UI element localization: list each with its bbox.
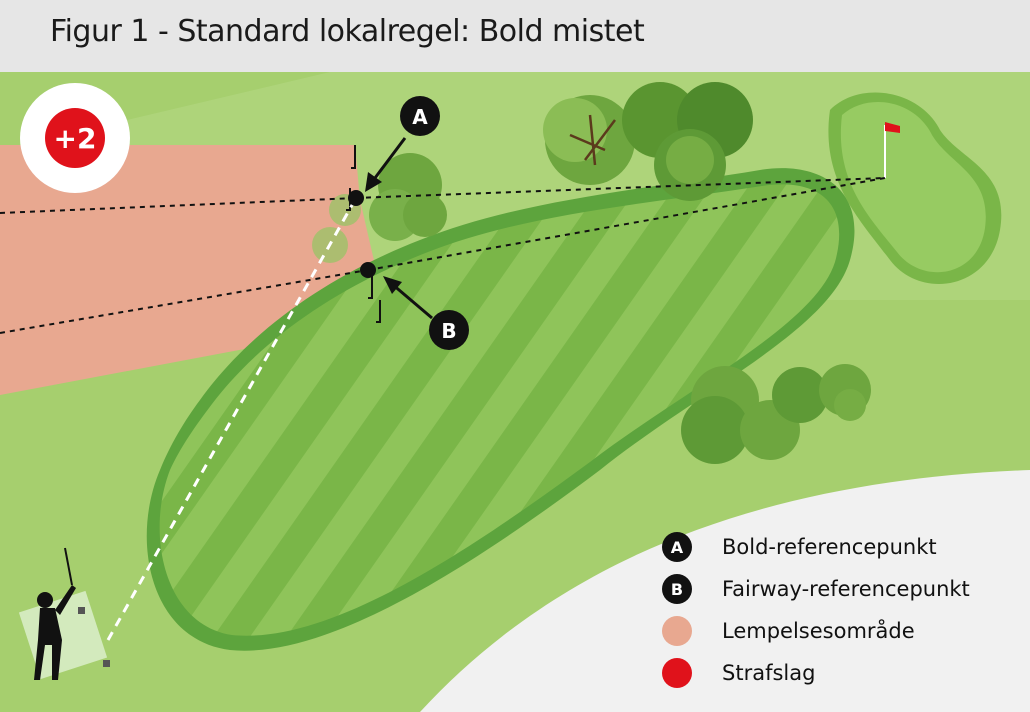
line-a-hole — [355, 177, 886, 199]
legend-item-ball-reference: A Bold-referencepunkt — [662, 526, 1022, 568]
tee-marker — [78, 607, 85, 614]
pointer-arrows — [365, 137, 433, 320]
label-b: B — [441, 319, 456, 343]
label-a: A — [412, 105, 428, 129]
tee-marker — [103, 660, 110, 667]
legend-label: Strafslag — [722, 661, 816, 685]
putting-green — [840, 101, 986, 273]
tree-cluster-right — [681, 364, 871, 464]
penalty-badge-text: +2 — [54, 122, 97, 155]
tree-cluster-top — [543, 82, 753, 201]
legend-item-fairway-reference: B Fairway-referencepunkt — [662, 568, 1022, 610]
legend-item-relief-area: Lempelsesområde — [662, 610, 1022, 652]
reference-lines — [0, 177, 886, 641]
line-b-left — [0, 269, 369, 334]
figure-title: Figur 1 - Standard lokalregel: Bold mist… — [50, 14, 645, 49]
legend-label: Fairway-referencepunkt — [722, 577, 970, 601]
flag-icon — [885, 122, 900, 133]
label-a-circle — [400, 96, 440, 136]
legend-marker-a: A — [662, 532, 692, 562]
penalty-badge — [45, 108, 105, 168]
legend-swatch-relief — [662, 616, 692, 646]
label-b-circle — [429, 310, 469, 350]
title-bar: Figur 1 - Standard lokalregel: Bold mist… — [0, 0, 1030, 72]
ball-reference-point — [348, 190, 364, 206]
legend-label: Bold-referencepunkt — [722, 535, 937, 559]
legend: A Bold-referencepunkt B Fairway-referenc… — [662, 526, 1022, 694]
legend-item-penalty: Strafslag — [662, 652, 1022, 694]
fairway-reference-point — [360, 262, 376, 278]
out-of-course-area — [420, 470, 1030, 712]
golfer-icon — [34, 547, 76, 680]
line-b-hole — [367, 177, 886, 271]
legend-marker-b: B — [662, 574, 692, 604]
legend-swatch-penalty — [662, 658, 692, 688]
ball-flight-line — [106, 197, 358, 641]
legend-label: Lempelsesområde — [722, 619, 915, 643]
fairway — [159, 184, 840, 636]
